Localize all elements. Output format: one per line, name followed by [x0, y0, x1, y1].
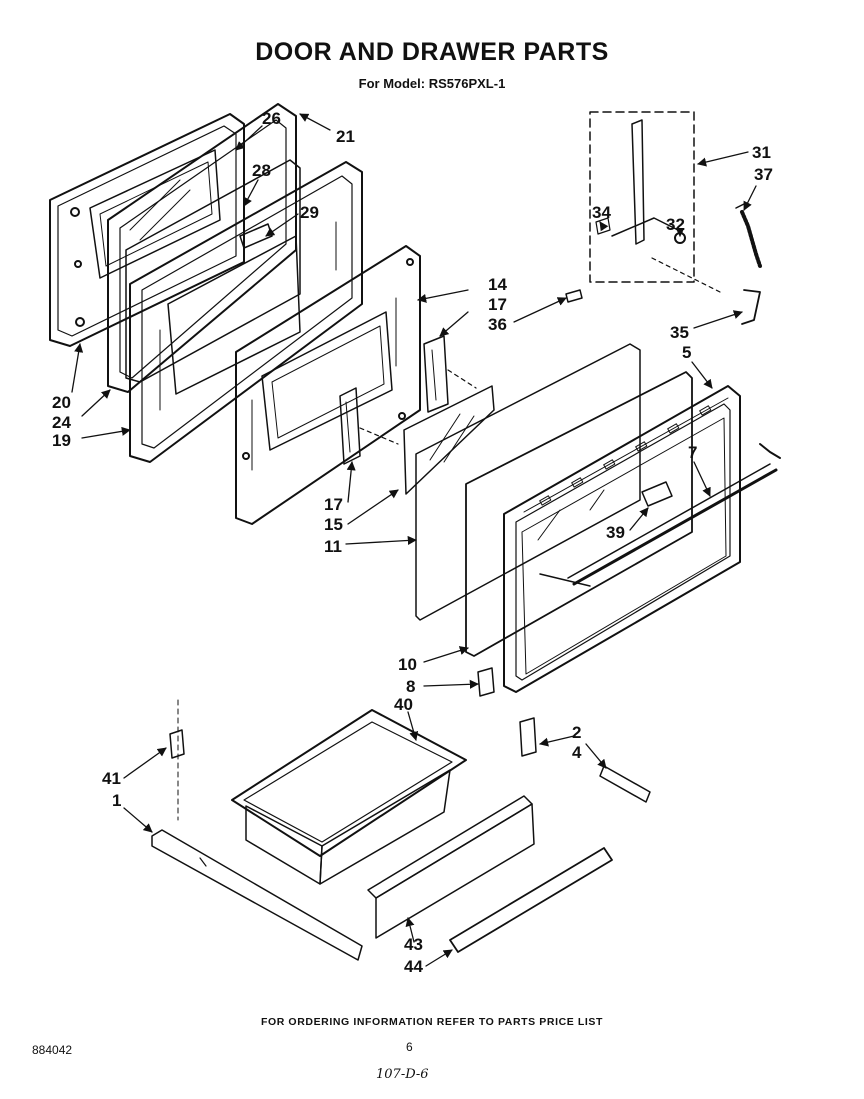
callout-26: 26	[262, 109, 281, 128]
door-outer-back-panel	[50, 114, 244, 346]
callout-40: 40	[394, 695, 413, 714]
callout-36: 36	[488, 315, 507, 334]
drawer-front-43	[368, 796, 534, 938]
handwritten-note: 107-D-6	[376, 1067, 429, 1082]
model-subtitle: For Model: RS576PXL-1	[358, 76, 506, 91]
hinge-bracket-17-lower	[340, 388, 360, 464]
door-inner-panel-19	[130, 162, 362, 462]
spring-37	[736, 204, 760, 266]
door-insulation-11	[416, 344, 640, 620]
callout-8: 8	[406, 677, 416, 696]
callout-29: 29	[300, 203, 319, 222]
callout-44: 44	[404, 957, 423, 976]
outer-door-5	[504, 386, 740, 692]
page-title: DOOR AND DRAWER PARTS	[255, 38, 609, 66]
callout-11: 11	[324, 537, 342, 556]
callout-43: 43	[404, 935, 423, 954]
hinge-bracket-17-upper	[424, 336, 448, 412]
callout-19: 19	[52, 431, 71, 450]
drawer-rail-1	[152, 830, 362, 960]
bracket-2	[520, 718, 536, 756]
callout-20: 20	[52, 393, 71, 412]
callout-32: 32	[666, 215, 685, 234]
callout-5: 5	[682, 343, 692, 362]
callout-28: 28	[252, 161, 271, 180]
door-seal-20	[126, 160, 300, 382]
hinge-assembly-31	[590, 112, 694, 282]
callout-34: 34	[592, 203, 611, 222]
door-liner-14	[236, 246, 420, 524]
door-handle-7	[568, 444, 780, 584]
callout-39: 39	[606, 523, 625, 542]
page-number: 6	[406, 1040, 413, 1054]
clip-8	[478, 668, 494, 696]
callout-4: 4	[572, 743, 582, 762]
callout-15: 15	[324, 515, 343, 534]
badge-39	[642, 482, 672, 506]
callout-17-upper: 17	[488, 295, 507, 314]
callout-41: 41	[102, 769, 121, 788]
ordering-info-note: FOR ORDERING INFORMATION REFER TO PARTS …	[260, 1016, 604, 1028]
screw-36	[566, 290, 582, 302]
callout-2: 2	[572, 723, 582, 742]
callout-14: 14	[488, 275, 507, 294]
callout-21: 21	[336, 127, 355, 146]
callout-37: 37	[754, 165, 773, 184]
door-glass-10	[466, 372, 692, 656]
callout-10: 10	[398, 655, 417, 674]
callout-35: 35	[670, 323, 689, 342]
hinge-arm-35	[742, 290, 760, 324]
drawer-trim-44	[450, 848, 612, 952]
callout-7: 7	[688, 443, 698, 462]
callout-1: 1	[112, 791, 122, 810]
alignment-dashes	[359, 257, 721, 445]
bracket-4	[600, 766, 650, 802]
clip-41	[170, 700, 184, 820]
document-number: 884042	[32, 1043, 73, 1057]
callout-31: 31	[752, 143, 771, 162]
callout-24: 24	[52, 413, 71, 432]
callout-leaders	[71, 113, 757, 967]
drawer-40	[232, 710, 466, 884]
door-glass-15	[404, 386, 494, 494]
callout-17-lower: 17	[324, 495, 343, 514]
